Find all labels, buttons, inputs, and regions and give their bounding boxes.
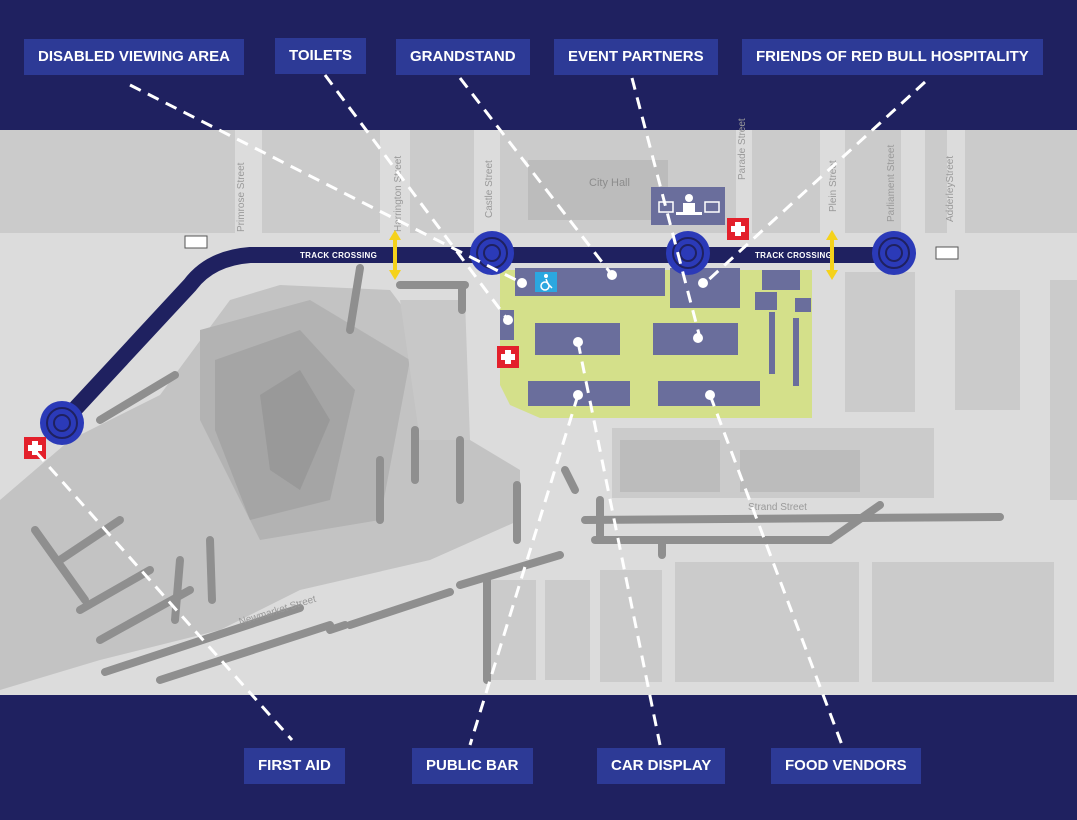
circuit-marker-icon [666, 231, 710, 275]
label-grandstand: GRANDSTAND [396, 39, 530, 75]
dj-icon [676, 194, 702, 215]
label-food-vendors: FOOD VENDORS [771, 748, 921, 784]
street-plein: Plein Street [828, 160, 839, 212]
city-hall-block [528, 160, 860, 492]
street-harrington: Harrington Street [393, 156, 404, 232]
street-castle: Castle Street [484, 160, 495, 218]
leader-endpoints [503, 270, 715, 400]
label-disabled-viewing-area: DISABLED VIEWING AREA [24, 39, 244, 75]
street-parade: Parade Street [737, 118, 748, 180]
label-toilets: TOILETS [275, 38, 367, 74]
street-parliament: Parliament Street [886, 145, 897, 222]
laptop-icon [658, 201, 720, 213]
label-friends-hospitality: FRIENDS OF RED BULL HOSPITALITY [742, 39, 1043, 75]
wheelchair-icon [535, 272, 557, 292]
label-first-aid: FIRST AID [244, 748, 345, 784]
crossing-arrow-icon [826, 230, 838, 280]
city-blocks [0, 130, 1077, 682]
label-event-partners: EVENT PARTNERS [554, 39, 718, 75]
street-strand: Strand Street [748, 502, 807, 513]
track-crossing-label-2: TRACK CROSSING [755, 251, 832, 260]
road-segments [31, 264, 1004, 684]
label-public-bar: PUBLIC BAR [412, 748, 533, 784]
track-crossing-label-1: TRACK CROSSING [300, 251, 377, 260]
toilet-icon [184, 235, 959, 260]
city-hall-label: City Hall [589, 177, 630, 189]
circuit-marker-icon [40, 401, 84, 445]
first-aid-icon [497, 346, 519, 368]
first-aid-icon [727, 218, 749, 240]
first-aid-icon [24, 437, 46, 459]
street-adderley: AdderleyStreet [945, 156, 956, 222]
leader-lines [34, 74, 927, 746]
castle-grounds [0, 285, 520, 690]
street-primrose: Primrose Street [236, 162, 247, 232]
circuit-marker-icon [872, 231, 916, 275]
label-car-display: CAR DISPLAY [597, 748, 726, 784]
race-track [56, 247, 894, 429]
crossing-arrow-icon [389, 230, 401, 280]
